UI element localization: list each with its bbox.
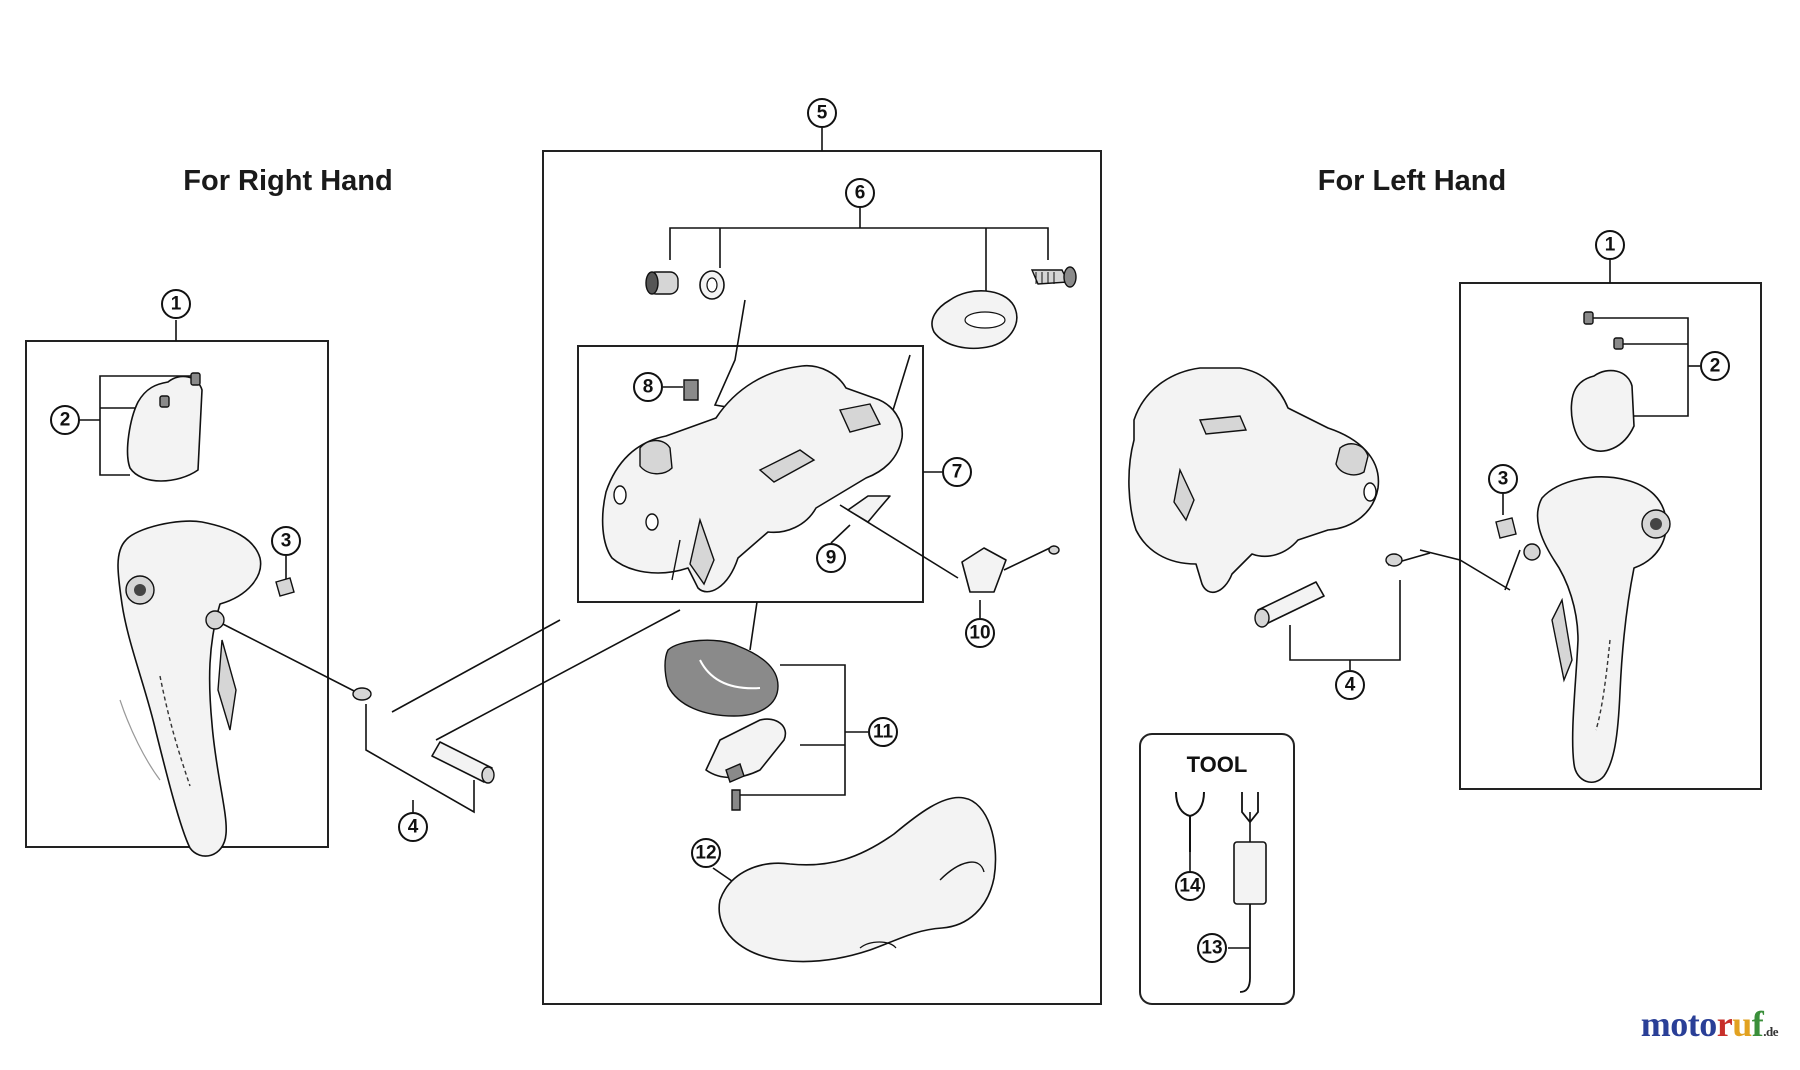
callout-9: 9 [816,543,846,573]
left-lever-assembly [1495,311,1671,784]
right-shift-cap [126,375,203,482]
tool-title: TOOL [1187,752,1248,777]
tool-13-pick [1228,792,1267,993]
band-bolt [1030,269,1070,285]
left-bracket-body [1128,367,1380,594]
svg-text:1: 1 [171,294,182,315]
callout-8: 8 [633,372,663,402]
bracket-main-body [601,364,903,593]
svg-text:14: 14 [1179,876,1201,897]
left-pivot [1523,543,1541,561]
svg-text:10: 10 [969,623,990,644]
svg-text:6: 6 [855,183,866,204]
svg-text:2: 2 [60,410,71,431]
pawl-9 [847,495,891,523]
svg-text:7: 7 [952,462,963,483]
right-pivot-pin [352,687,495,784]
bracket-body-frame [577,345,924,603]
svg-text:3: 3 [281,531,292,552]
watermark-letter: u [1732,1004,1752,1044]
cover-10 [961,545,1060,593]
right-cap-screw-a [190,372,201,386]
right-pivot [205,610,225,630]
svg-text:2: 2 [1710,356,1721,377]
svg-text:4: 4 [408,817,419,838]
right-lever-frame [25,340,329,848]
lower-cover-screw [731,789,741,811]
callout-11: 11 [868,717,898,747]
svg-text:11: 11 [873,722,894,743]
svg-text:1: 1 [1605,235,1616,256]
svg-text:12: 12 [695,843,716,864]
right-small-cover [275,577,295,597]
right-e-clip [352,687,372,701]
heading-left-hand: For Left Hand [1318,165,1507,197]
left-brake-lever [1536,476,1667,784]
tool-14-fork [1175,791,1205,872]
right-cap-screw-b [159,395,170,408]
fixing-screw-8 [683,379,699,401]
svg-text:4: 4 [1345,675,1356,696]
callout-2-left: 2 [1700,351,1730,381]
watermark-suffix: .de [1763,1024,1778,1039]
left-shift-cap [1570,369,1635,452]
watermark-letter: o [1699,1004,1717,1044]
watermark-letters: motoruf [1641,1004,1764,1044]
svg-text:9: 9 [826,548,837,569]
watermark-letter: f [1751,1004,1764,1044]
bracket-body [601,364,903,593]
callout-4-right: 4 [398,812,428,842]
left-e-clip [1385,553,1403,567]
right-inner-lever [217,639,237,731]
watermark-letter: r [1716,1004,1733,1044]
svg-text:5: 5 [817,103,828,124]
left-pivot-pin [1254,553,1403,628]
callout-5: 5 [807,98,837,128]
svg-text:3: 3 [1498,469,1509,490]
callout-14: 14 [1175,871,1205,901]
callout-3-left: 3 [1488,464,1518,494]
heading-right-hand: For Right Hand [183,165,392,197]
watermark-letter: t [1687,1004,1700,1044]
callout-6: 6 [845,178,875,208]
callout-3-right: 3 [271,526,301,556]
watermark-letter: o [1670,1004,1688,1044]
callout-10: 10 [965,618,995,648]
left-small-cover [1495,517,1517,539]
svg-text:13: 13 [1201,938,1222,959]
site-watermark-logo: motoruf.de [1641,1003,1779,1045]
left-inner-lever [1551,597,1573,683]
bracket-cover-hood-12 [718,796,997,963]
svg-text:8: 8 [643,377,654,398]
callout-2-right: 2 [50,405,80,435]
callout-12: 12 [691,838,721,868]
leader-lines [79,128,1700,891]
callout-1-right: 1 [161,289,191,319]
callout-4-left: 4 [1335,670,1365,700]
callout-1-left: 1 [1595,230,1625,260]
tool-frame [1139,733,1295,1005]
right-lever-assembly [117,372,295,857]
lower-cover-set-11 [664,639,787,811]
clamp-band-set [645,266,1077,350]
watermark-letter: m [1640,1004,1671,1044]
callout-7: 7 [942,457,972,487]
right-brake-lever [117,520,262,857]
callout-13: 13 [1197,933,1227,963]
